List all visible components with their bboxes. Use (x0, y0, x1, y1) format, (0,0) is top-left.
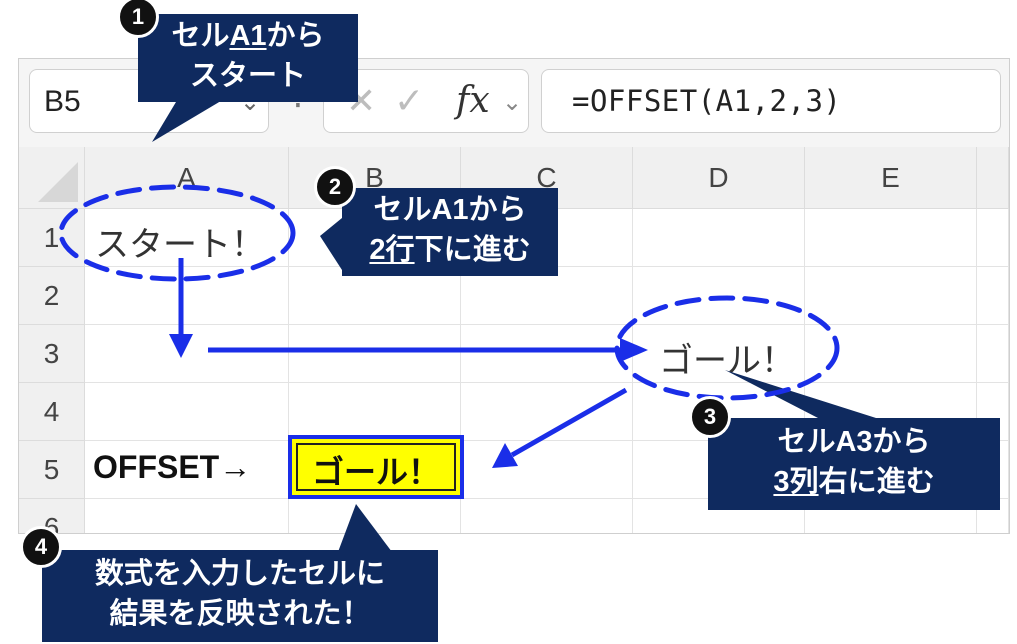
grid-cell[interactable] (289, 499, 461, 533)
row-header-1[interactable]: 1 (19, 209, 85, 267)
step-3-badge: 3 (689, 396, 731, 438)
formula-input[interactable]: =OFFSET(A1,2,3) (541, 69, 1001, 133)
cell-a5-text: OFFSET→ (93, 449, 252, 485)
grid-cell[interactable] (633, 499, 805, 533)
grid-cell[interactable] (805, 499, 977, 533)
row-header-2[interactable]: 2 (19, 267, 85, 325)
cell-b5-text: ゴール！ (311, 454, 440, 490)
grid-cell[interactable] (805, 325, 977, 383)
goal-cell-highlight (614, 295, 840, 401)
grid-cell[interactable] (805, 209, 977, 267)
grid-cell[interactable] (85, 383, 289, 441)
callout-2-line2: 2行下に進む (369, 234, 531, 266)
check-icon[interactable]: ✓ (394, 80, 425, 121)
callout-2-pointer (320, 218, 342, 270)
step-1-badge: 1 (117, 0, 159, 38)
grid-cell[interactable] (633, 267, 805, 325)
chevron-down-icon[interactable]: ⌄ (502, 89, 523, 116)
grid-cell[interactable] (85, 325, 289, 383)
grid-cell[interactable] (633, 325, 805, 383)
grid-cell[interactable] (633, 209, 805, 267)
callout-4-pointer (338, 504, 392, 552)
column-header-e[interactable]: E (805, 147, 977, 209)
callout-2: セルA1から 2行下に進む (342, 188, 558, 276)
down-arrow-head (169, 334, 193, 358)
step-4-badge: 4 (20, 526, 62, 568)
callout-4: 数式を入力したセルに 結果を反映された！ (42, 550, 438, 642)
formula-buttons: ✕ ✓ fx ⌄ (323, 69, 529, 133)
cell-d3-text: ゴール！ (659, 342, 795, 380)
start-cell-highlight (58, 184, 296, 282)
callout-1: セルA1から スタート (138, 14, 358, 102)
result-arrow-head (492, 443, 518, 468)
grid-cell[interactable] (289, 325, 461, 383)
grid-cell[interactable] (461, 267, 633, 325)
row-header-6[interactable]: 6 (19, 499, 85, 533)
grid-cell[interactable] (85, 209, 289, 267)
grid-cell[interactable] (977, 267, 1009, 325)
callout-3-line2: 3列右に進む (773, 466, 935, 498)
right-arrow-head (620, 338, 648, 362)
grid-cell[interactable] (977, 325, 1009, 383)
formula-text: =OFFSET(A1,2,3) (572, 84, 842, 118)
step-2-badge: 2 (314, 166, 356, 208)
callout-1-line2: スタート (189, 60, 306, 92)
column-header-f[interactable] (977, 147, 1009, 209)
row-header-4[interactable]: 4 (19, 383, 85, 441)
row-header-3[interactable]: 3 (19, 325, 85, 383)
grid-cell[interactable] (977, 499, 1009, 533)
grid-cell[interactable] (461, 383, 633, 441)
grid-cell[interactable] (977, 209, 1009, 267)
column-header-d[interactable]: D (633, 147, 805, 209)
callout-4-line2: 結果を反映された！ (109, 598, 371, 630)
callout-3-pointer (725, 370, 876, 418)
grid-cell[interactable] (289, 267, 461, 325)
callout-1-line1: セルA1から (171, 20, 325, 52)
callout-1-pointer (152, 92, 236, 142)
row-header-5[interactable]: 5 (19, 441, 85, 499)
grid-cell[interactable] (85, 499, 289, 533)
name-box-value: B5 (44, 85, 81, 118)
selected-cell-b5[interactable]: ゴール！ (288, 435, 464, 499)
result-arrow-line (510, 387, 628, 458)
callout-3: セルA3から 3列右に進む (708, 418, 1000, 510)
callout-4-line1: 数式を入力したセルに (94, 558, 385, 590)
insert-function-button[interactable]: fx (456, 80, 490, 121)
cell-a1-text: スタート！ (95, 226, 265, 264)
grid-cell[interactable] (461, 441, 633, 499)
grid-cell[interactable] (85, 267, 289, 325)
select-all-button[interactable] (19, 147, 85, 209)
grid-cell[interactable] (805, 267, 977, 325)
callout-2-line1: セルA1から (373, 194, 527, 226)
grid-cell[interactable] (461, 499, 633, 533)
callout-3-line1: セルA3から (777, 426, 931, 458)
